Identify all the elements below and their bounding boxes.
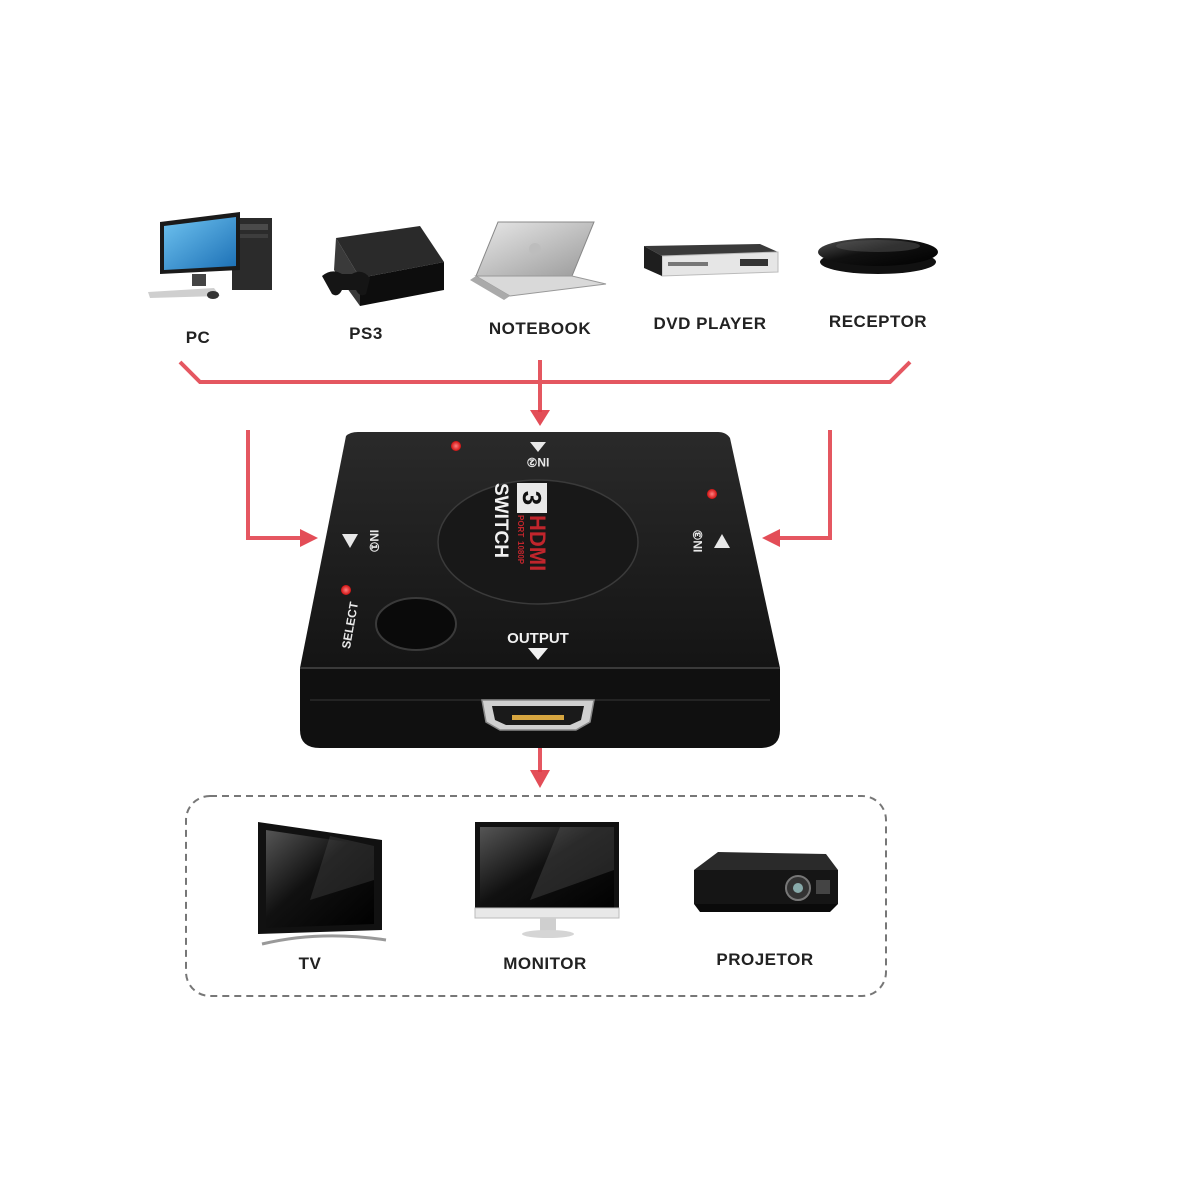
monitor-icon: [474, 822, 620, 938]
output-label: OUTPUT: [507, 630, 569, 647]
logo-number: 3: [517, 491, 547, 505]
game-console-icon: [322, 226, 444, 306]
arrow-heads: [300, 410, 780, 788]
source-label-ps3: PS3: [349, 324, 383, 343]
output-arrow-icon: [528, 648, 548, 660]
tv-icon: [258, 822, 387, 946]
port-in1-marker: IN①: [342, 530, 381, 553]
output-label-monitor: MONITOR: [503, 954, 587, 973]
output-devices-box: [185, 795, 887, 997]
led-indicator-in2: [451, 441, 461, 451]
hdmi-output-port[interactable]: [481, 699, 595, 731]
output-label-projetor: PROJETOR: [716, 950, 814, 969]
logo-resolution: 1080P: [516, 541, 525, 565]
port-in2-marker: IN②: [526, 442, 549, 469]
port-in2-label: IN②: [526, 455, 549, 469]
port-in3-label: IN③: [691, 529, 705, 552]
port-in1-label: IN①: [367, 530, 381, 553]
receiver-icon: [818, 238, 938, 274]
led-indicator-in1: [341, 585, 351, 595]
source-label-dvd-player: DVD PLAYER: [653, 314, 767, 333]
logo-brand: HDMI: [525, 515, 550, 571]
source-label-notebook: NOTEBOOK: [488, 319, 592, 338]
port-in3-marker: IN③: [691, 529, 730, 552]
led-indicator-in3: [707, 489, 717, 499]
select-button[interactable]: [375, 597, 457, 651]
hdmi-switch-logo: 3 HDMI PORT 1080P SWITCH: [490, 483, 550, 571]
logo-number-box: [517, 483, 547, 513]
dvd-player-icon: [644, 244, 779, 277]
desktop-pc-icon: [148, 212, 272, 299]
laptop-icon: [470, 221, 607, 300]
logo-port: PORT: [516, 515, 525, 537]
logo-switch: SWITCH: [490, 483, 511, 558]
source-label-receptor: RECEPTOR: [828, 312, 928, 331]
output-label-tv: TV: [298, 954, 322, 973]
source-label-pc: PC: [185, 328, 211, 347]
projector-icon: [694, 852, 838, 912]
